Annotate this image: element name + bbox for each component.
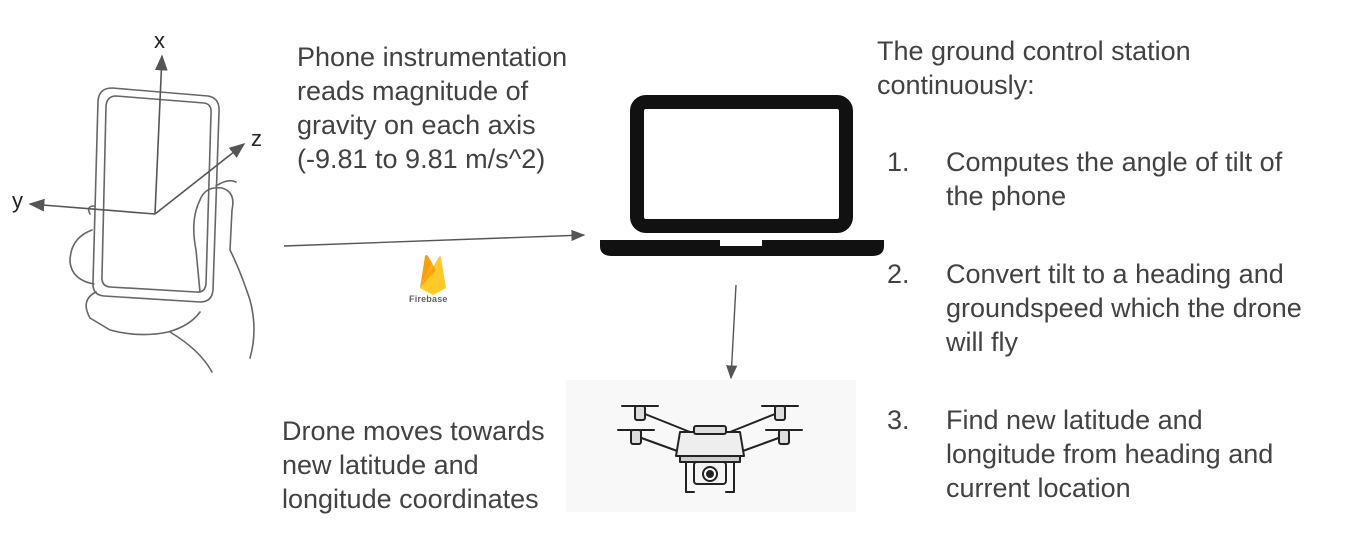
hand-thumb bbox=[199, 186, 255, 359]
hand-finger-1 bbox=[192, 199, 201, 293]
phone-illustration bbox=[69, 87, 255, 373]
axis-x-label: x bbox=[154, 28, 165, 53]
arrow-laptop-to-drone bbox=[726, 284, 738, 380]
firebase-label: Firebase bbox=[409, 294, 448, 304]
laptop-icon bbox=[600, 95, 884, 256]
phone-screen bbox=[101, 95, 212, 293]
step-2-text: Convert tilt to a heading and groundspee… bbox=[946, 259, 1302, 357]
step-2-number: 2. bbox=[887, 259, 910, 289]
arrow-phone-to-laptop bbox=[283, 229, 586, 247]
axis-y-line bbox=[28, 198, 156, 215]
step-3-text: Find new latitude and longitude from hea… bbox=[946, 405, 1274, 503]
axis-z-line bbox=[154, 143, 246, 215]
step-3-number: 3. bbox=[887, 405, 910, 435]
hand-palm bbox=[85, 291, 201, 336]
step-1-text: Computes the angle of tilt of the phone bbox=[946, 147, 1283, 211]
hand-finger-2 bbox=[69, 229, 95, 285]
gcs-heading: The ground control station continuously: bbox=[877, 36, 1191, 100]
axis-z-label: z bbox=[251, 126, 262, 151]
hand-wrist bbox=[169, 331, 213, 373]
firebase-icon bbox=[420, 255, 446, 295]
phone-axes bbox=[28, 54, 246, 215]
step-1-number: 1. bbox=[887, 147, 910, 177]
drone-icon bbox=[617, 405, 803, 493]
axis-y-label: y bbox=[12, 188, 23, 213]
phone-body bbox=[92, 87, 220, 303]
drone-caption: Drone moves towards new latitude and lon… bbox=[282, 416, 545, 514]
phone-caption: Phone instrumentation reads magnitude of… bbox=[297, 42, 568, 174]
axis-x-line bbox=[154, 54, 168, 215]
hand-side bbox=[87, 205, 95, 215]
hand-index bbox=[215, 179, 237, 187]
